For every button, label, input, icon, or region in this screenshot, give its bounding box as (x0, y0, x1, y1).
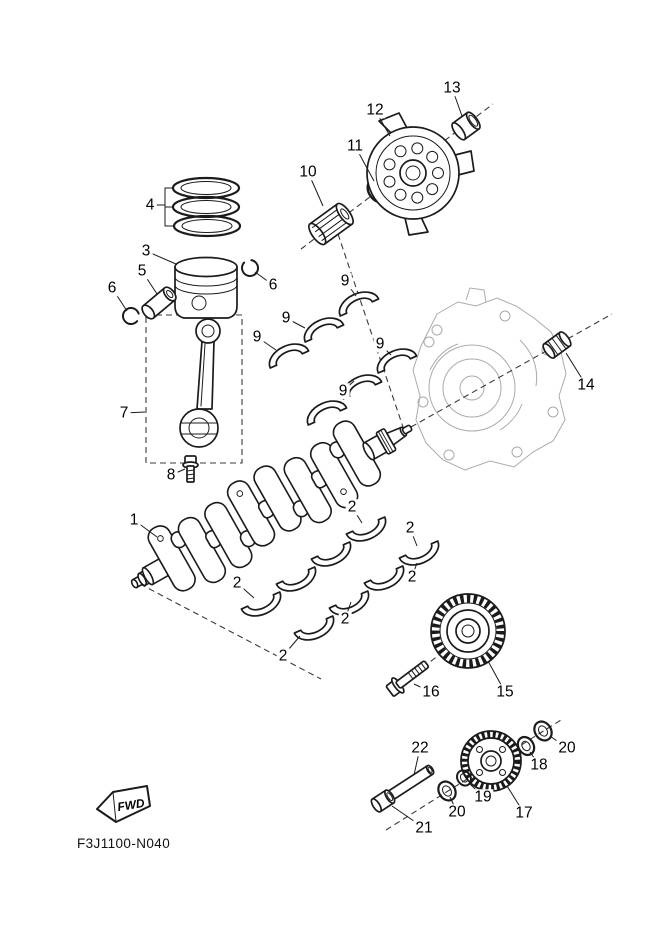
part-number-17-31: 17 (513, 804, 535, 822)
piston-ring-set-part-4 (156, 176, 242, 238)
part-number-11-2: 11 (344, 137, 366, 155)
part-number-12-1: 12 (364, 101, 386, 119)
washer-part-20-upper (533, 720, 553, 742)
part-number-15-25: 15 (494, 683, 516, 701)
diagram-code: F3J1100-N040 (77, 836, 171, 851)
crankcase-ghost-outline (412, 287, 567, 471)
washer-part-19 (456, 769, 472, 787)
piston-part-3 (174, 256, 238, 319)
pin-clip-part-6-right (241, 259, 259, 277)
part-number-22-26: 22 (409, 739, 431, 757)
part-number-2-19: 2 (403, 519, 417, 537)
gear-lightening-holes (476, 746, 506, 776)
damper-part-15 (430, 593, 506, 669)
pin-clip-part-6-left (122, 307, 140, 325)
part-number-6-7: 6 (105, 279, 119, 297)
piston-pin-part-5 (141, 286, 177, 320)
part-number-20-27: 20 (556, 739, 578, 757)
pump-bolt-holes (383, 142, 444, 204)
collar-part-13 (451, 111, 481, 141)
part-number-13-0: 13 (441, 79, 463, 97)
damper-ribs (431, 594, 505, 668)
bolt-part-16 (385, 660, 430, 697)
part-number-21-32: 21 (413, 819, 435, 837)
part-number-2-18: 2 (345, 498, 359, 516)
part-number-9-9: 9 (338, 272, 352, 290)
part-number-6-8: 6 (266, 276, 280, 294)
connecting-rod-part-7 (179, 318, 221, 448)
part-number-2-21: 2 (405, 568, 419, 586)
part-number-5-6: 5 (135, 262, 149, 280)
part-number-18-28: 18 (528, 756, 550, 774)
drive-gear-part-10 (308, 202, 354, 246)
part-number-9-12: 9 (373, 335, 387, 353)
pump-housing-part-12 (366, 112, 475, 236)
driven-gear-part-17 (460, 730, 522, 792)
part-number-8-16: 8 (164, 466, 178, 484)
rod-bolt-part-8 (182, 455, 199, 483)
crankshaft-part-1 (130, 420, 413, 592)
part-number-4-4: 4 (143, 196, 157, 214)
seal-part-14 (542, 331, 572, 359)
fwd-direction-flag (96, 785, 151, 823)
ring-set-bracket (156, 187, 174, 227)
part-number-19-29: 19 (472, 788, 494, 806)
part-number-16-24: 16 (420, 683, 442, 701)
part-number-7-15: 7 (117, 404, 131, 422)
part-number-9-10: 9 (279, 309, 293, 327)
part-number-10-3: 10 (297, 163, 319, 181)
gear-teeth (460, 730, 522, 792)
collar-part-21 (370, 789, 396, 813)
part-number-1-17: 1 (127, 511, 141, 529)
washer-part-20-lower (437, 780, 457, 802)
part-number-2-22: 2 (338, 610, 352, 628)
part-number-14-14: 14 (575, 376, 597, 394)
part-number-2-23: 2 (276, 647, 290, 665)
part-number-9-11: 9 (250, 328, 264, 346)
fwd-arrow-icon (96, 785, 151, 823)
part-number-20-30: 20 (446, 803, 468, 821)
part-number-2-20: 2 (230, 574, 244, 592)
part-number-9-13: 9 (336, 382, 350, 400)
part-number-3-5: 3 (139, 242, 153, 260)
